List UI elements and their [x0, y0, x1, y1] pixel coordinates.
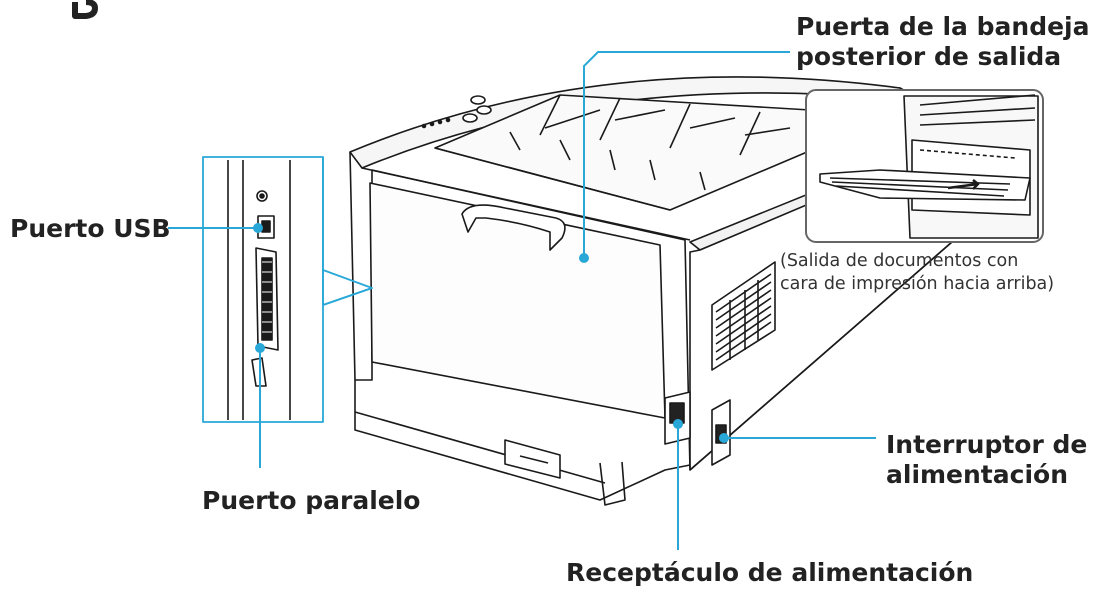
tray-cover	[504, 439, 561, 479]
rear-door	[369, 182, 666, 419]
label-power-switch: Interruptor de alimentación	[886, 430, 1087, 490]
inset-caption-line2: cara de impresión hacia arriba)	[780, 274, 1055, 294]
label-power-switch-line2: alimentación	[886, 460, 1068, 489]
power-switch-shape	[711, 399, 731, 466]
inset-face-up-output	[805, 89, 1044, 243]
vent-grille	[711, 261, 776, 371]
label-usb-port: Puerto USB	[10, 214, 171, 243]
heading-fragment	[72, 0, 98, 19]
power-receptacle-shape	[664, 391, 691, 445]
callout-dot-rear-door	[579, 253, 589, 263]
port-closeup	[202, 156, 373, 423]
label-parallel-port: Puerto paralelo	[202, 486, 421, 515]
inset-caption-line1: (Salida de documentos con	[780, 251, 1019, 271]
callout-line-rear-door	[583, 51, 790, 255]
label-rear-door-line1: Puerta de la bandeja	[796, 12, 1090, 41]
label-power-receptacle: Receptáculo de alimentación	[566, 558, 974, 587]
control-buttons	[421, 95, 492, 129]
inset-caption: (Salida de documentos con cara de impres…	[780, 250, 1054, 296]
label-rear-output-door: Puerta de la bandeja posterior de salida	[796, 12, 1089, 72]
label-rear-door-line2: posterior de salida	[796, 42, 1062, 71]
label-power-switch-line1: Interruptor de	[886, 430, 1088, 459]
